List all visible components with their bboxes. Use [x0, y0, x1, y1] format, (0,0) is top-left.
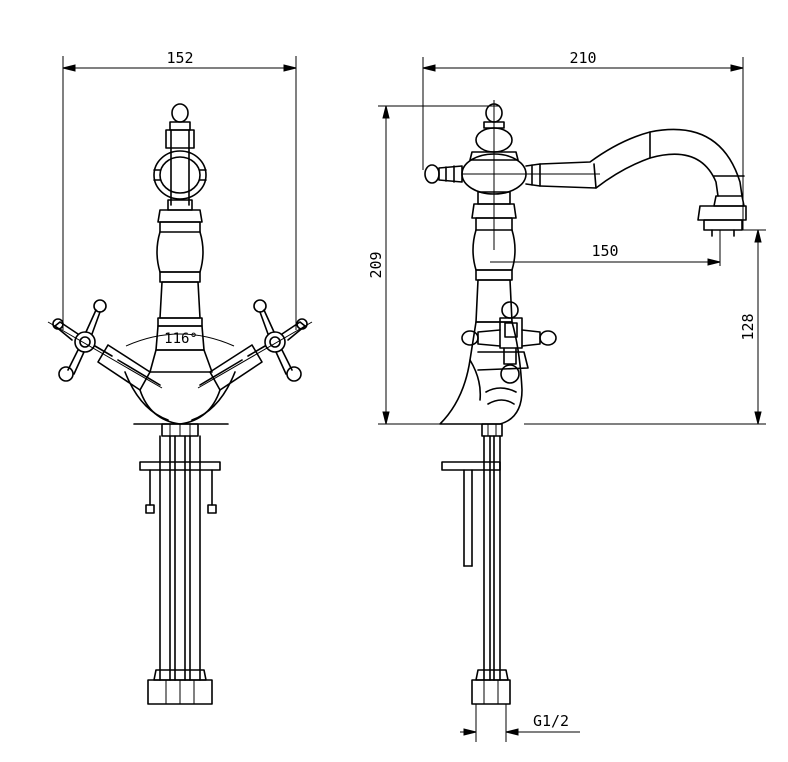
front-left-cross-handle: [47, 299, 169, 421]
dimension-label-209: 209: [367, 251, 385, 278]
side-mounting-shank: [441, 435, 511, 705]
front-finial: [153, 103, 207, 206]
dimension-spout-reach: 150: [490, 230, 721, 266]
side-body-column: [471, 191, 517, 323]
front-right-cross-handle: [191, 299, 313, 421]
side-spout: [539, 128, 747, 237]
front-base: [133, 349, 229, 437]
side-finial: [424, 100, 600, 250]
dimension-label-152: 152: [166, 49, 193, 67]
dimension-label-thread: G1/2: [533, 712, 569, 730]
side-base: [439, 321, 523, 437]
front-mounting-shank: [139, 435, 221, 705]
front-body-column: [155, 199, 205, 351]
side-cross-handle: [461, 301, 557, 384]
dimension-label-128: 128: [739, 313, 757, 340]
angle-label: 116°: [164, 331, 198, 347]
dimension-depth-side: 210: [422, 49, 744, 230]
dimension-height-side: 209: [367, 105, 500, 425]
side-view: 210 209 150 128: [367, 49, 766, 742]
dimension-label-210: 210: [569, 49, 596, 67]
dimension-spout-height: 128: [524, 229, 766, 425]
dimension-width-front: 152: [62, 49, 297, 330]
front-view: 152 116°: [47, 49, 313, 705]
dimension-label-150: 150: [591, 242, 618, 260]
dimension-thread: G1/2: [460, 704, 580, 742]
